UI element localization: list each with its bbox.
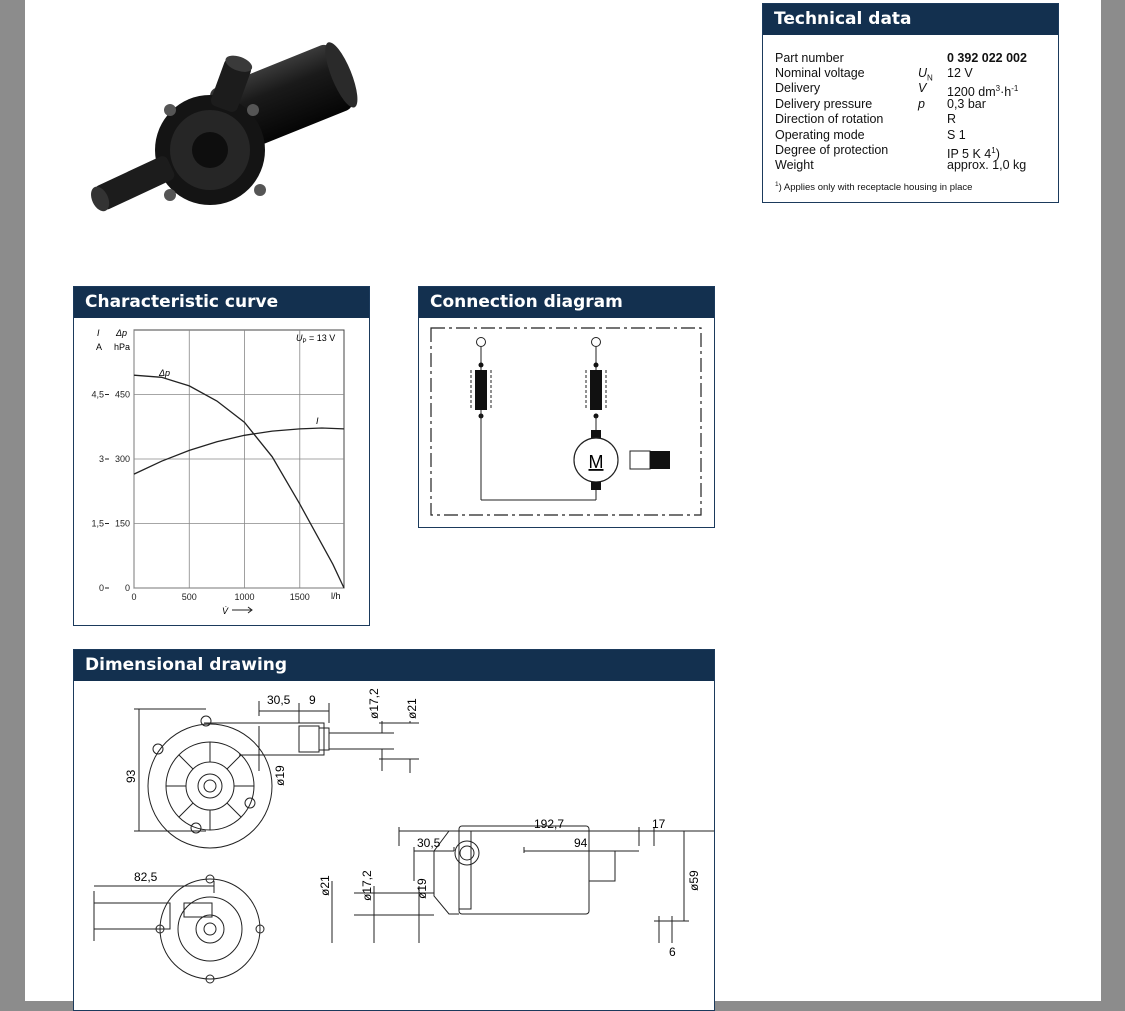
tech-value: approx. 1,0 kg xyxy=(947,158,1027,172)
technical-data-title: Technical data xyxy=(763,4,1058,35)
tech-label: Degree of protection xyxy=(775,143,889,157)
datasheet-page: Technical data Part number 0 392 022 002… xyxy=(25,0,1101,1011)
tech-value: 0 392 022 002 xyxy=(947,51,1027,65)
tech-row-nominal-voltage: Nominal voltage UN 12 V xyxy=(775,66,1055,83)
x-axis-arrow xyxy=(232,606,253,614)
dimensional-drawing-panel: Dimensional drawing xyxy=(73,649,715,1011)
tech-symbol: V xyxy=(918,81,927,95)
dim-label: 93 xyxy=(124,769,138,783)
tech-value: 0,3 bar xyxy=(947,97,986,111)
y-tick-label-current: 0 xyxy=(99,583,104,593)
series-line-dp xyxy=(133,374,345,589)
motor-label: M xyxy=(589,452,604,472)
y-tick-label-current: 3 xyxy=(99,454,104,464)
characteristic-curve-title: Characteristic curve xyxy=(74,287,369,318)
dim-label: 82,5 xyxy=(134,870,158,884)
y-tick-label-pressure: 150 xyxy=(115,519,130,529)
rear-view-drawing xyxy=(93,874,265,984)
terminal-right xyxy=(591,337,601,347)
dim-label: ø21 xyxy=(318,875,332,896)
tech-symbol: p xyxy=(918,97,925,111)
dim-label: ø59 xyxy=(687,870,701,891)
y-tick-label-current: 4,5 xyxy=(91,390,104,400)
tech-label: Part number xyxy=(775,51,844,65)
tech-row-weight: Weight approx. 1,0 kg xyxy=(775,158,1055,173)
y-tick-label-pressure: 450 xyxy=(115,390,130,400)
connection-diagram-title: Connection diagram xyxy=(419,287,714,318)
tech-row-part-number: Part number 0 392 022 002 xyxy=(775,51,1055,66)
pump-photo xyxy=(90,42,358,212)
y-tick-label-current: 1,5 xyxy=(91,519,104,529)
tech-row-direction: Direction of rotation R xyxy=(775,112,1055,127)
tech-row-protection: Degree of protection IP 5 K 41) xyxy=(775,143,1055,161)
tech-row-operating-mode: Operating mode S 1 xyxy=(775,128,1055,143)
footnote: 1) Applies only with receptacle housing … xyxy=(775,181,973,194)
tech-label: Direction of rotation xyxy=(775,112,884,126)
connection-diagram-panel: Connection diagram M xyxy=(418,286,715,528)
y-axis-unit-pressure: hPa xyxy=(114,342,130,352)
tech-label: Weight xyxy=(775,158,814,172)
tech-value: IP 5 K 41) xyxy=(947,146,1000,162)
dim-label: 192,7 xyxy=(534,817,564,831)
x-tick-label: 0 xyxy=(131,592,136,602)
dim-label: ø17,2 xyxy=(360,870,374,901)
tech-label: Delivery pressure xyxy=(775,97,873,111)
series-line-current xyxy=(133,427,345,475)
tech-row-delivery: Delivery V 1200 dm3·h-1 xyxy=(775,81,1055,99)
tech-symbol: UN xyxy=(918,66,933,83)
x-tick-label: 1500 xyxy=(290,592,310,602)
x-axis-label: V̇ xyxy=(222,606,229,616)
housing-outline xyxy=(430,327,702,516)
tech-value: 12 V xyxy=(947,66,973,80)
tech-value: R xyxy=(947,112,957,126)
dim-label: 30,5 xyxy=(267,693,291,707)
side-view-drawing xyxy=(331,825,714,943)
dim-label: 9 xyxy=(309,693,316,707)
tech-label: Nominal voltage xyxy=(775,66,865,80)
front-view-drawing xyxy=(134,701,419,849)
tech-value: 1200 dm3·h-1 xyxy=(947,84,1019,100)
dim-label: 6 xyxy=(669,945,676,959)
dim-label: 30,5 xyxy=(417,836,441,850)
dim-label: ø19 xyxy=(415,878,429,899)
y-axis-unit-current: A xyxy=(96,342,102,352)
tech-value: S 1 xyxy=(947,128,966,142)
dim-label: ø17,2 xyxy=(367,688,381,719)
y-axis-label-pressure: Δp xyxy=(115,328,127,338)
y-tick-label-pressure: 0 xyxy=(125,583,130,593)
dim-label: ø19 xyxy=(273,765,287,786)
x-axis-unit: l/h xyxy=(331,591,341,601)
x-tick-label: 500 xyxy=(182,592,197,602)
x-tick-label: 1000 xyxy=(235,592,255,602)
tech-row-delivery-pressure: Delivery pressure p 0,3 bar xyxy=(775,97,1055,112)
dim-label: 17 xyxy=(652,817,666,831)
dim-label: ø21 xyxy=(405,698,419,719)
technical-data-panel: Technical data Part number 0 392 022 002… xyxy=(762,3,1059,203)
dim-label: 94 xyxy=(574,836,588,850)
dimensional-drawing: 30,5 9 ø17,2 ø21 93 ø19 82,5 xyxy=(93,688,714,984)
tech-label: Delivery xyxy=(775,81,821,95)
y-axis-label-current: I xyxy=(97,328,100,338)
tech-label: Operating mode xyxy=(775,128,865,142)
voltage-annotation: UP = 13 V xyxy=(296,333,335,345)
series-label-current: I xyxy=(316,416,319,426)
dimensional-drawing-title: Dimensional drawing xyxy=(74,650,714,681)
y-tick-label-pressure: 300 xyxy=(115,454,130,464)
connection-diagram: M xyxy=(430,327,702,516)
terminal-left xyxy=(476,337,486,347)
inductor-right xyxy=(590,370,602,410)
inductor-left xyxy=(475,370,487,410)
connector-symbol xyxy=(629,450,651,470)
series-label-dp: Δp xyxy=(158,368,170,378)
